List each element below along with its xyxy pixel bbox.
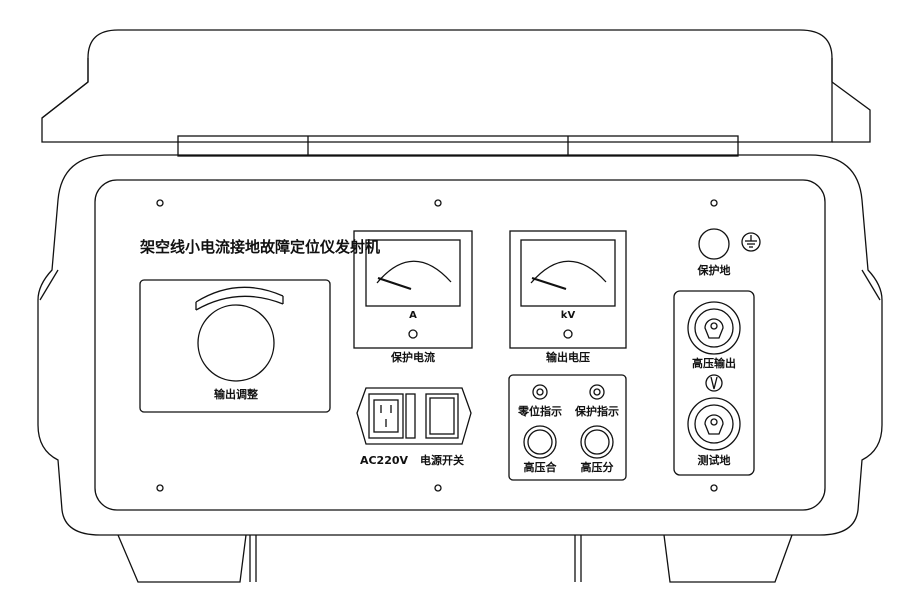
power-switch[interactable] <box>429 397 455 435</box>
voltmeter: kV 输出电压 <box>509 230 627 364</box>
ammeter-unit: A <box>409 310 417 321</box>
foot-left <box>117 534 247 583</box>
protective-ground-label: 保护地 <box>697 263 731 277</box>
protect-indicator-label: 保护指示 <box>574 404 619 418</box>
screw <box>434 199 442 207</box>
ammeter-needle <box>377 276 412 291</box>
voltmeter-dial <box>520 239 616 307</box>
hv-off-button[interactable] <box>580 425 614 459</box>
hv-on-label: 高压合 <box>524 460 558 474</box>
zero-indicator-label: 零位指示 <box>517 404 562 418</box>
ac-socket[interactable] <box>373 399 399 433</box>
zero-indicator-lamp <box>532 384 548 400</box>
output-adjust-panel: 输出调整 <box>139 279 331 413</box>
hv-output-terminal[interactable] <box>687 301 741 355</box>
indicator-panel: 零位指示 保护指示 高压合 高压分 <box>508 374 627 481</box>
terminal-panel: 高压输出 测试地 <box>673 290 755 476</box>
ammeter: A 保护电流 <box>353 230 473 364</box>
ac220v-label: AC220V <box>360 454 409 467</box>
screw <box>710 199 718 207</box>
voltmeter-needle <box>531 276 567 291</box>
output-adjust-label: 输出调整 <box>214 387 258 401</box>
foot-right <box>663 534 793 583</box>
test-ground-terminal[interactable] <box>687 397 741 451</box>
voltmeter-label: 输出电压 <box>546 350 590 364</box>
screw <box>156 484 164 492</box>
voltmeter-unit: kV <box>561 310 576 321</box>
front-panel <box>94 179 826 511</box>
ammeter-label: 保护电流 <box>390 350 435 364</box>
ammeter-dial <box>365 239 461 307</box>
hv-warning-icon <box>705 374 723 392</box>
ground-icon <box>741 232 761 252</box>
protective-ground: 保护地 <box>697 228 761 277</box>
lid <box>41 29 871 157</box>
voltmeter-zero-screw[interactable] <box>563 329 573 339</box>
screw <box>434 484 442 492</box>
screw <box>156 199 164 207</box>
hv-off-label: 高压分 <box>581 460 614 474</box>
panel-screws <box>156 199 718 492</box>
case-body <box>37 154 883 583</box>
hv-output-label: 高压输出 <box>692 356 736 370</box>
power-switch-label: 电源开关 <box>420 453 464 467</box>
output-adjust-knob[interactable] <box>197 304 275 382</box>
power-module: AC220V 电源开关 <box>356 387 472 467</box>
protect-indicator-lamp <box>589 384 605 400</box>
test-ground-label: 测试地 <box>698 453 731 467</box>
ammeter-zero-screw[interactable] <box>408 329 418 339</box>
protective-ground-terminal[interactable] <box>698 228 730 260</box>
screw <box>710 484 718 492</box>
hv-on-button[interactable] <box>523 425 557 459</box>
device-title: 架空线小电流接地故障定位仪发射机 <box>139 238 380 256</box>
